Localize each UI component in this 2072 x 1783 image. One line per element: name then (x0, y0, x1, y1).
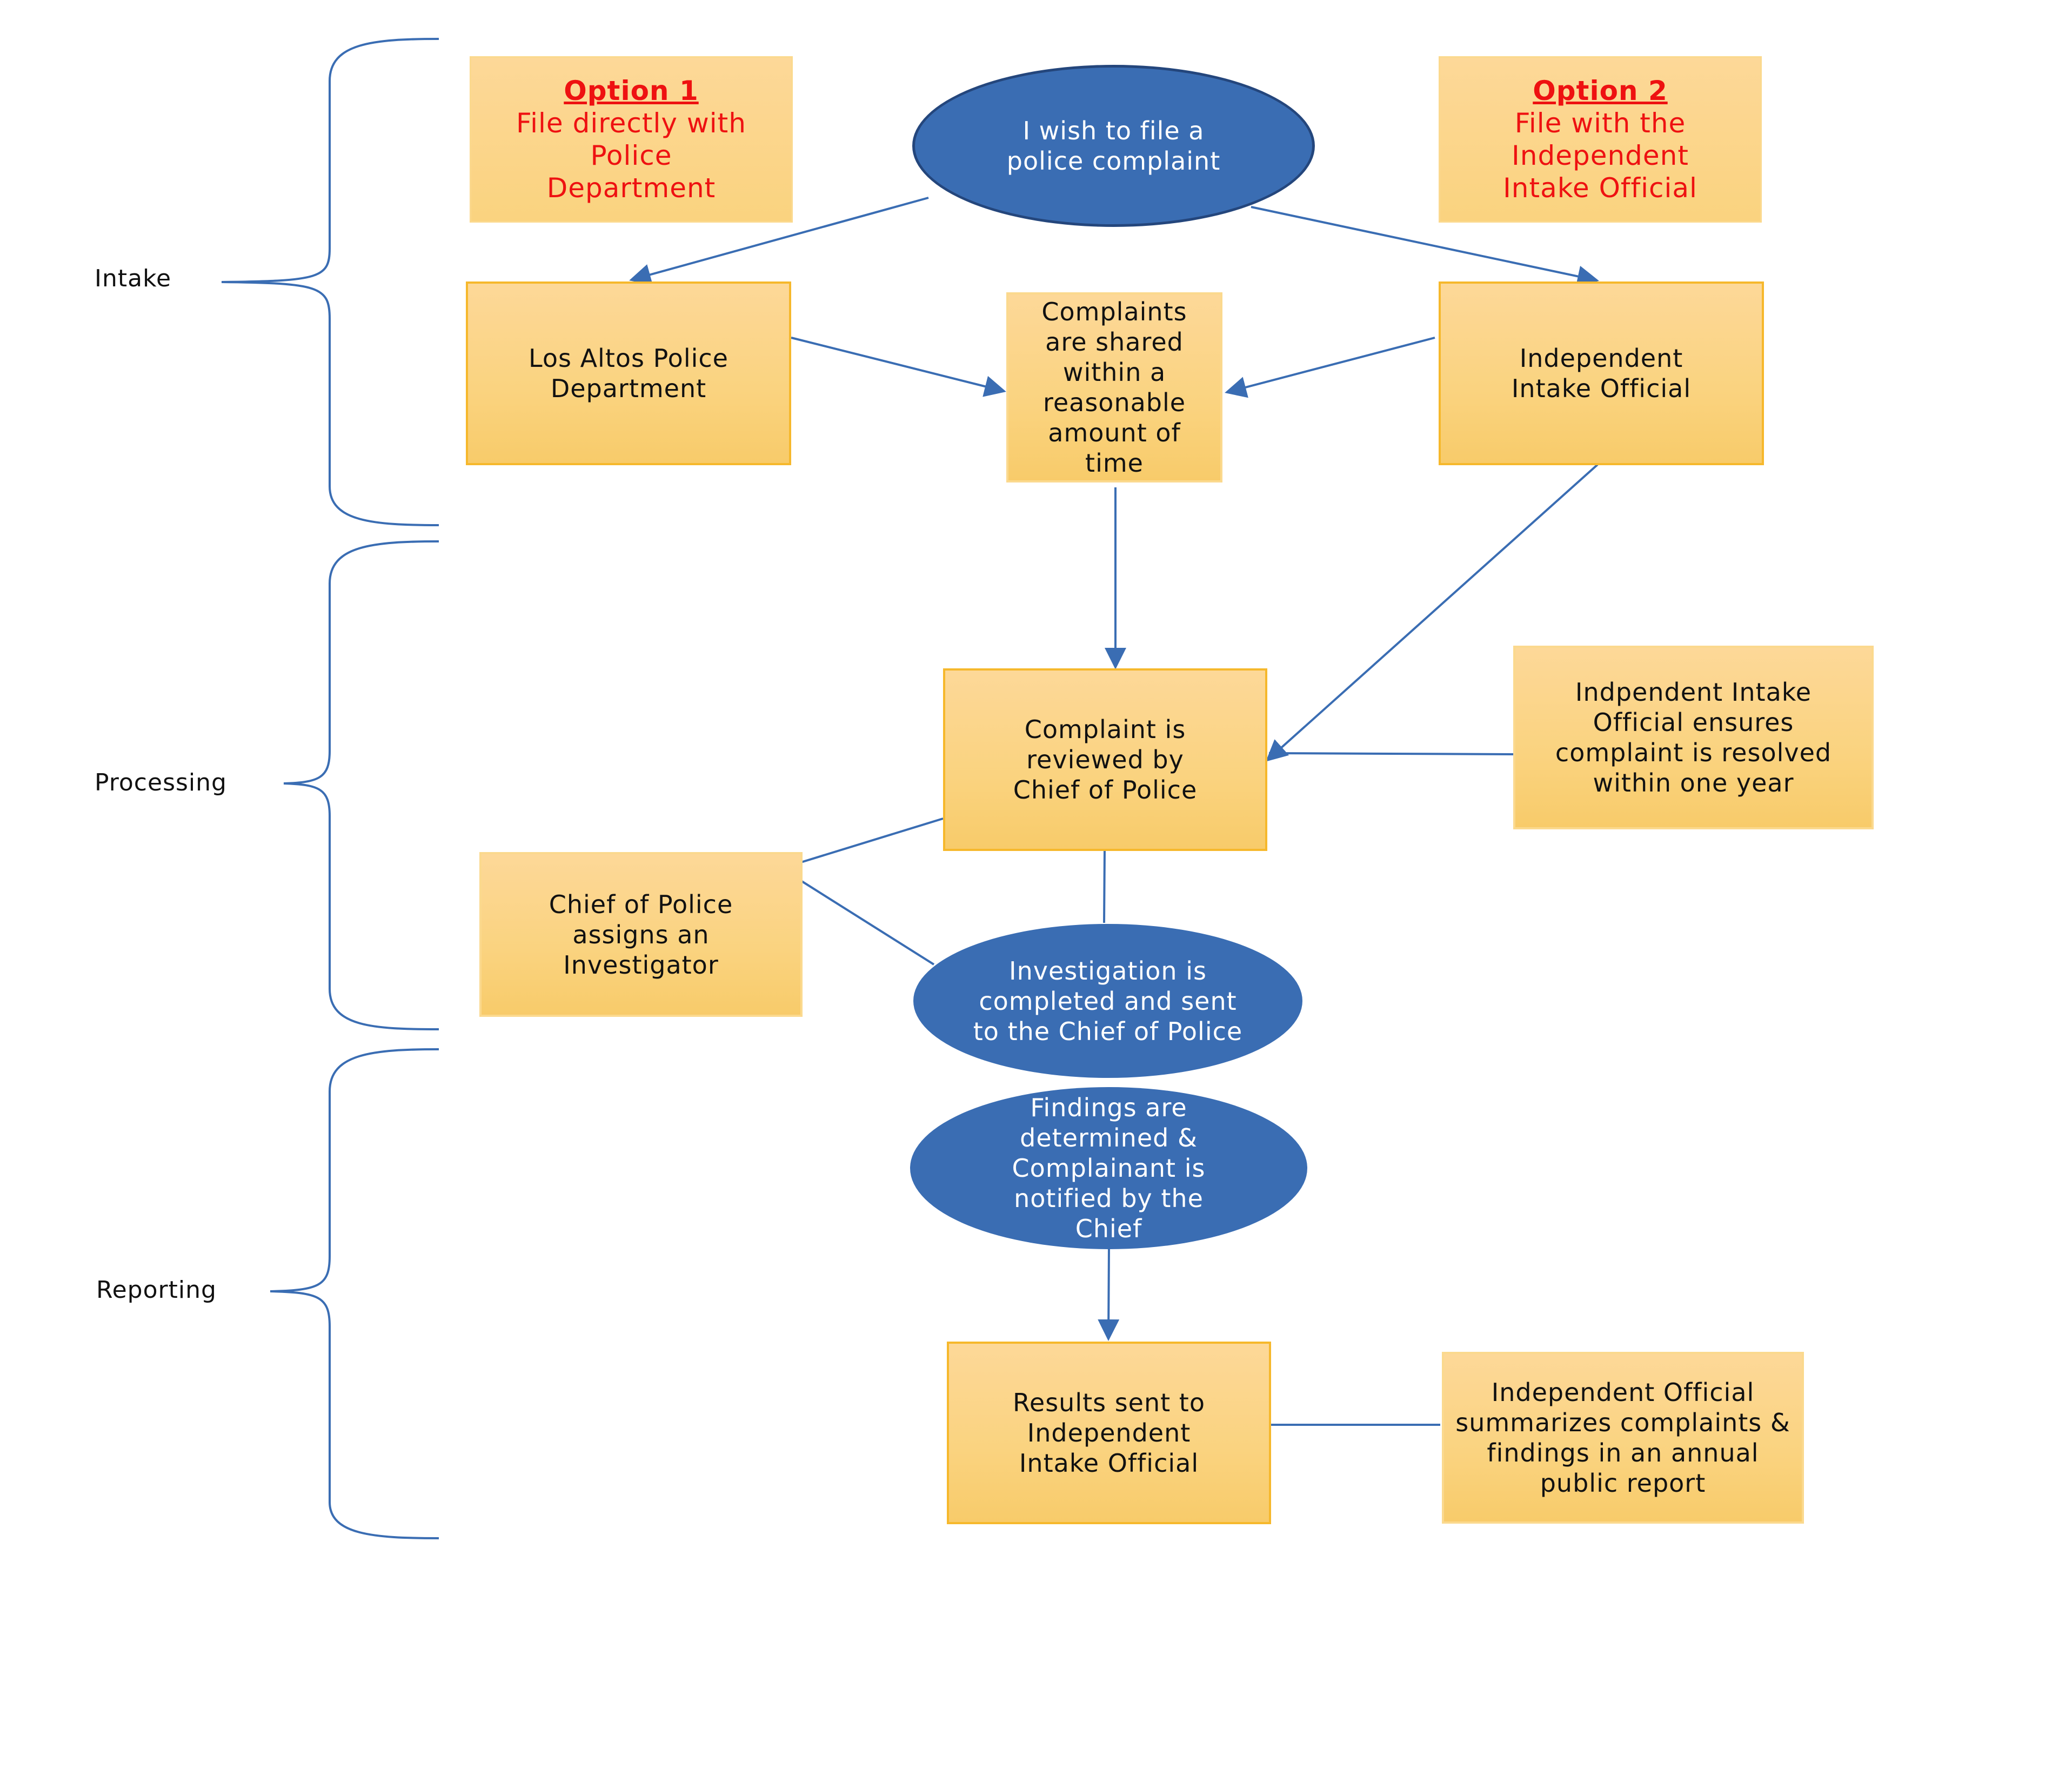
line-ensures-to-reviewed (1268, 752, 1514, 755)
police-department-box: Los Altos Police Department (466, 281, 791, 465)
option-2-box: Option 2 File with the Independent Intak… (1439, 56, 1762, 223)
ensures-resolution-box: Indpendent Intake Official ensures compl… (1513, 646, 1874, 829)
results-sent-text: Results sent to Independent Intake Offic… (1013, 1388, 1205, 1478)
arrow-start-to-official (1251, 206, 1599, 287)
phase-label-processing: Processing (95, 769, 227, 796)
assigns-investigator-box: Chief of Police assigns an Investigator (479, 852, 803, 1017)
processing-brace (283, 540, 439, 1030)
complaint-reviewed-text: Complaint is reviewed by Chief of Police (1013, 715, 1198, 805)
option-2-title: Option 2 (1533, 75, 1668, 106)
arrow-police-to-shared (791, 337, 1006, 397)
start-text: I wish to file a police complaint (1006, 116, 1221, 176)
findings-text: Findings are determined & Complainant is… (1012, 1093, 1206, 1243)
annual-report-box: Independent Official summarizes complain… (1442, 1352, 1804, 1524)
results-sent-box: Results sent to Independent Intake Offic… (947, 1342, 1271, 1524)
arrow-official-to-shared (1225, 337, 1435, 398)
investigation-text: Investigation is completed and sent to t… (973, 956, 1243, 1046)
assigns-investigator-text: Chief of Police assigns an Investigator (549, 889, 733, 980)
complaints-shared-box: Complaints are shared within a reasonabl… (1006, 292, 1222, 482)
start-oval: I wish to file a police complaint (912, 65, 1315, 227)
ensures-resolution-text: Indpendent Intake Official ensures compl… (1555, 678, 1832, 797)
complaint-reviewed-box: Complaint is reviewed by Chief of Police (943, 668, 1267, 851)
reporting-brace (270, 1048, 439, 1539)
phase-label-reporting: Reporting (96, 1276, 217, 1304)
intake-brace (221, 38, 439, 526)
line-reviewed-to-assigns (800, 817, 944, 863)
phase-label-intake: Intake (95, 265, 172, 292)
independent-intake-official-box: Independent Intake Official (1439, 281, 1764, 465)
annual-report-text: Independent Official summarizes complain… (1455, 1378, 1790, 1498)
option-1-box: Option 1 File directly with Police Depar… (470, 56, 793, 223)
independent-intake-official-text: Independent Intake Official (1511, 344, 1692, 403)
option-1-title: Option 1 (564, 75, 699, 106)
line-reviewed-to-investigation (1103, 849, 1106, 923)
arrow-official-to-reviewed (1266, 464, 1599, 762)
police-department-text: Los Altos Police Department (529, 344, 728, 403)
investigation-oval: Investigation is completed and sent to t… (913, 924, 1302, 1078)
option-2-text: File with the Independent Intake Officia… (1503, 108, 1697, 204)
option-1-text: File directly with Police Department (516, 108, 746, 204)
arrow-findings-to-results (1098, 1246, 1120, 1341)
line-assigns-to-investigation (800, 880, 935, 966)
complaints-shared-text: Complaints are shared within a reasonabl… (1041, 297, 1187, 478)
findings-oval: Findings are determined & Complainant is… (910, 1087, 1307, 1249)
arrow-start-to-police (629, 197, 929, 285)
